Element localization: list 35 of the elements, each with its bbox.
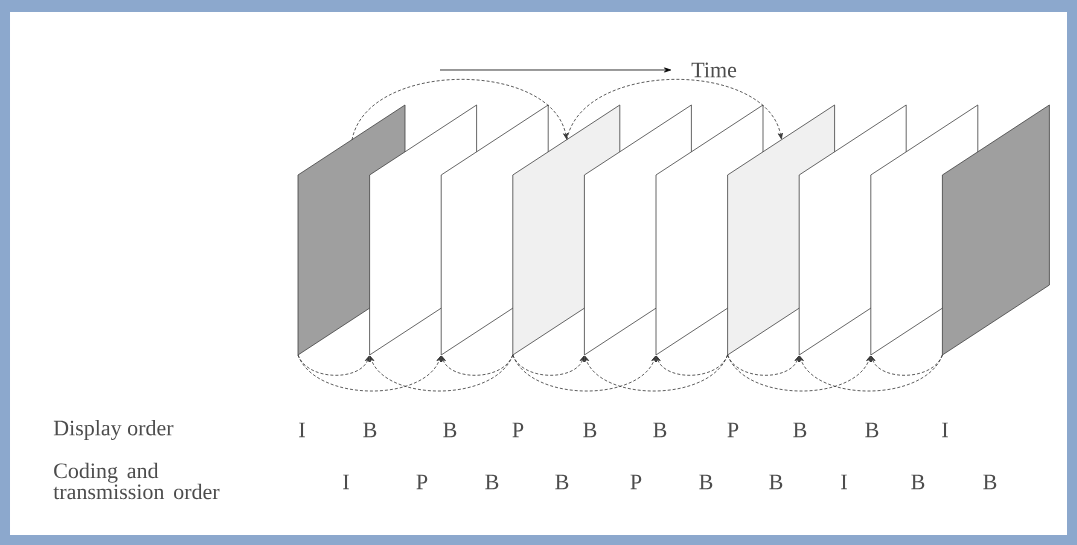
row-label: Coding and transmission order — [53, 462, 220, 500]
frame-type: P — [416, 474, 428, 490]
frame-type: B — [485, 474, 499, 490]
frame-type: B — [983, 474, 997, 490]
arrow — [297, 354, 442, 392]
frame-type: B — [699, 474, 713, 490]
frame — [942, 104, 1050, 356]
arrow — [512, 354, 657, 392]
frame-type: B — [555, 474, 569, 490]
frame-type: I — [299, 422, 305, 438]
arrow — [727, 354, 800, 376]
frame-type: I — [942, 422, 948, 438]
arrow — [870, 354, 943, 376]
frame-type: P — [727, 422, 739, 438]
frame-type: I — [841, 474, 847, 490]
arrow — [584, 354, 728, 392]
arrow — [655, 354, 728, 376]
arrow — [351, 78, 569, 141]
arrow — [566, 78, 783, 141]
frame-type: B — [793, 422, 807, 438]
frame-type: B — [911, 474, 925, 490]
frame-type: B — [653, 422, 667, 438]
frame-type: B — [443, 422, 457, 438]
frame-type: I — [343, 474, 349, 490]
arrow — [727, 354, 871, 392]
frame-type: P — [630, 474, 642, 490]
frame-type: P — [512, 422, 524, 438]
arrow — [799, 354, 943, 392]
frame-type: B — [769, 474, 783, 490]
row-label: Display order — [53, 420, 174, 440]
arrow — [441, 354, 514, 376]
axis-label: Time — [691, 62, 737, 78]
frame-type: B — [865, 422, 879, 438]
frame-type: B — [363, 422, 377, 438]
frame-type: B — [583, 422, 597, 438]
